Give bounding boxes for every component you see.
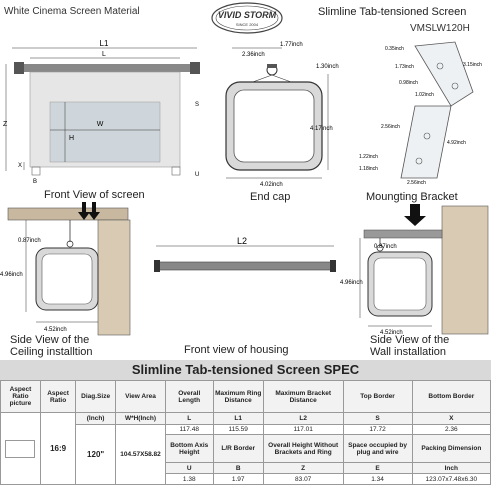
bracket-dim-h: 1.22inch	[359, 154, 378, 160]
bracket-dim-a: 0.35inch	[385, 46, 404, 52]
ceiling-width-dim: 4.52inch	[44, 327, 67, 333]
front-x-label: X	[18, 163, 22, 169]
bracket-drawing: 0.35inch 1.73inch 0.98inch 3.15inch 1.02…	[359, 41, 482, 186]
endcap-right-top-dim: 1.77inch	[280, 42, 303, 48]
axis-height-value: 1.38	[164, 473, 214, 485]
bracket-dim-j: 2.56inch	[407, 180, 426, 186]
housing-drawing: L2	[154, 236, 336, 272]
logo-text: VIVID STORM	[218, 10, 277, 20]
ceiling-view-drawing: 0.87inch 4.96inch 4.52inch	[0, 202, 131, 336]
unit-inch: Inch	[411, 462, 491, 474]
spec-header: Aspect Ratio picture	[0, 380, 41, 413]
bracket-caption: Moungting Bracket	[366, 191, 458, 203]
aspect-picture-cell	[0, 412, 41, 485]
wall-width-dim: 4.52inch	[380, 330, 403, 336]
front-l1-label: L1	[100, 39, 109, 48]
spec-header: Bottom Border	[411, 380, 491, 413]
unit-x: X	[411, 412, 491, 425]
spec-title: Slimline Tab-tensioned Screen SPEC	[0, 360, 491, 380]
wall-top-dim: 0.87inch	[374, 244, 397, 250]
aspect-ratio-picture	[5, 439, 36, 458]
spec-header: Diag.Size	[75, 380, 116, 413]
ceiling-caption-line1: Side View of the	[10, 334, 90, 346]
diag-unit: (Inch)	[75, 412, 116, 425]
unit-l: L	[164, 412, 214, 425]
spec-header2: Space occupied by plug and wire	[342, 434, 413, 463]
aspect-ratio-value: 16:9	[39, 412, 77, 485]
front-s-label: S	[195, 102, 199, 108]
endcap-height-dim: 4.17inch	[310, 126, 333, 132]
model-number: VMSLW120H	[410, 23, 470, 34]
material-title: White Cinema Screen Material	[4, 6, 140, 17]
end-cap-drawing: 2.36inch 1.77inch 1.30inch 4.17inch 4.02…	[225, 42, 339, 188]
front-h-label: H	[69, 135, 74, 142]
wall-view-drawing: 0.87inch 4.96inch 4.52inch	[340, 204, 489, 336]
spec-header: Top Border	[342, 380, 413, 413]
spec-table: Aspect Ratio picture Aspect Ratio Diag.S…	[0, 380, 491, 485]
spec-header: Maximum Bracket Distance	[262, 380, 344, 413]
bracket-dim-e: 1.02inch	[415, 92, 434, 98]
front-w-label: W	[97, 121, 104, 128]
spec-header2: Bottom Axis Height	[164, 434, 214, 463]
front-z-label: Z	[3, 121, 8, 128]
bracket-distance-value: 117.01	[262, 424, 344, 435]
diag-size-value: 120"	[75, 424, 116, 485]
front-u-label: U	[195, 172, 199, 178]
front-view-drawing: L1 L W H Z X B U S	[3, 39, 200, 185]
front-l-label: L	[102, 51, 106, 58]
spec-header2: Overall Height Without Brackets and Ring	[262, 434, 344, 463]
unit-l1: L1	[212, 412, 264, 425]
endcap-width-dim: 4.02inch	[260, 182, 283, 188]
packing-dimension-value: 123.07x7.48x6.30	[411, 473, 491, 485]
spec-header: Maximum Ring Distance	[212, 380, 264, 413]
wall-caption-line1: Side View of the	[370, 334, 450, 346]
bracket-dim-i: 1.18inch	[359, 166, 378, 172]
endcap-height-top-dim: 1.30inch	[316, 64, 339, 70]
unit-u: U	[164, 462, 214, 474]
bracket-dim-c: 0.98inch	[399, 80, 418, 86]
front-b-label: B	[33, 179, 37, 185]
lr-border-value: 1.97	[212, 473, 264, 485]
view-area-unit: W*H(Inch)	[115, 412, 166, 425]
logo-sub: SINCE 2004	[236, 22, 259, 27]
unit-l2: L2	[262, 412, 344, 425]
ceiling-caption: Side View of the Ceiling installtion	[10, 334, 93, 358]
unit-b: B	[212, 462, 264, 474]
ring-distance-value: 115.59	[212, 424, 264, 435]
unit-e: E	[342, 462, 413, 474]
view-area-value: 104.57X58.82	[115, 424, 166, 485]
product-title: Slimline Tab-tensioned Screen	[318, 6, 467, 18]
spec-header2: L/R Border	[212, 434, 264, 463]
overall-length-value: 117.48	[164, 424, 214, 435]
unit-s: S	[342, 412, 413, 425]
endcap-top-dim: 2.36inch	[242, 52, 265, 58]
plug-space-value: 1.34	[342, 473, 413, 485]
front-view-caption: Front View of screen	[44, 189, 145, 201]
housing-caption: Front view of housing	[184, 344, 289, 356]
brand-logo: VIVID STORM SINCE 2004	[210, 1, 284, 35]
unit-z: Z	[262, 462, 344, 474]
housing-l2-label: L2	[237, 236, 247, 246]
ceiling-height-dim: 4.96inch	[0, 272, 23, 278]
wall-caption: Side View of the Wall installation	[370, 334, 449, 358]
wall-caption-line2: Wall installation	[370, 346, 447, 358]
end-cap-caption: End cap	[250, 191, 291, 203]
bracket-dim-d: 3.15inch	[463, 62, 482, 68]
spec-header2: Packing Dimension	[411, 434, 491, 463]
overall-height-value: 83.07	[262, 473, 344, 485]
spec-header: Aspect Ratio	[39, 380, 77, 413]
bottom-border-value: 2.36	[411, 424, 491, 435]
bracket-dim-g: 4.92inch	[447, 140, 466, 146]
ceiling-top-dim: 0.87inch	[18, 238, 41, 244]
ceiling-caption-line2: Ceiling installtion	[10, 346, 93, 358]
top-border-value: 17.72	[342, 424, 413, 435]
spec-header: Overall Length	[164, 380, 214, 413]
wall-height-dim: 4.96inch	[340, 280, 363, 286]
bracket-dim-f: 2.56inch	[381, 124, 400, 130]
spec-header: View Area	[115, 380, 166, 413]
bracket-dim-b: 1.73inch	[395, 64, 414, 70]
